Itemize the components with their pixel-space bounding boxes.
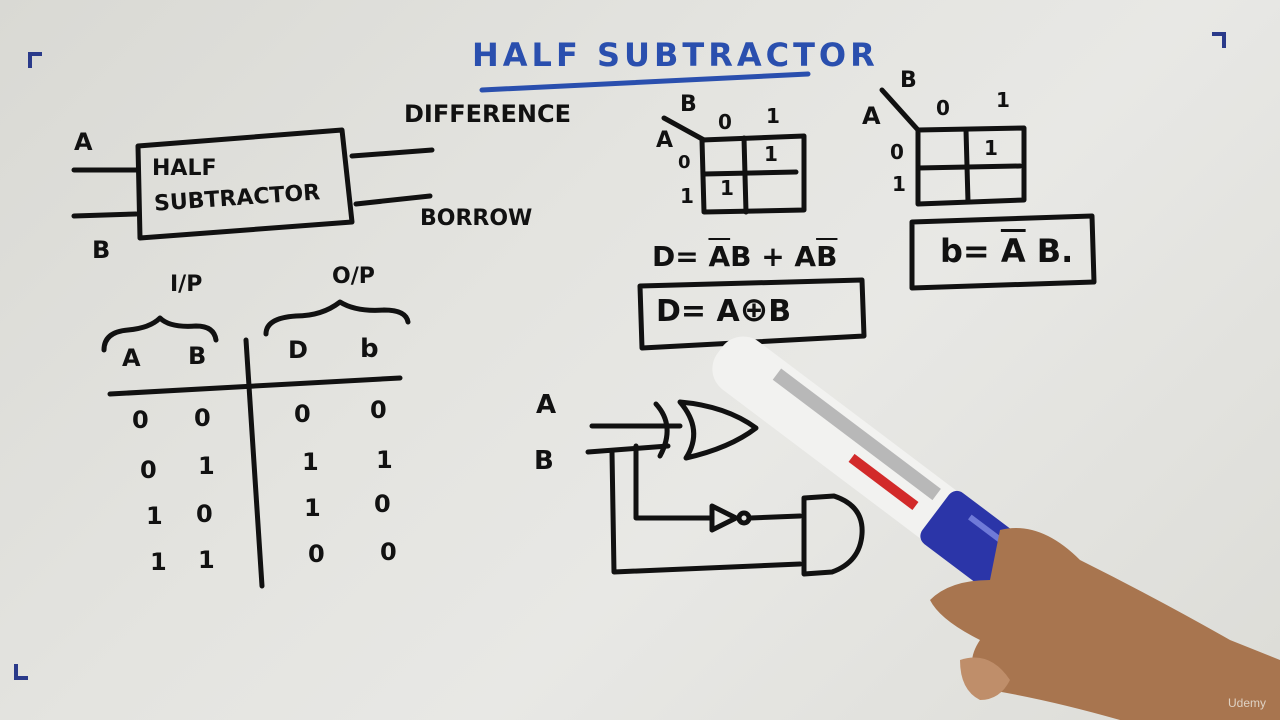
borrow-equation: b= A B. [940,232,1073,270]
cell: 0 [294,400,311,428]
cell: 0 [132,406,149,434]
xor-symbol-icon: ⊕ [739,290,769,330]
cell: 0 [308,540,325,568]
cell: 0 [140,456,157,484]
cell: 1 [376,446,393,474]
eq-prefix: b= [940,232,1001,270]
kmap-row-label: 1 [680,184,694,208]
circuit-input-b: B [534,446,554,476]
input-a-label: A [74,128,93,156]
eq-a-bar: A [1000,232,1026,270]
eq-suffix: B [768,294,792,329]
kmap-col-label: 0 [936,96,950,120]
kmap-row-label: 0 [678,152,691,173]
kmap-col-var: B [680,92,697,117]
cell: 1 [304,494,321,522]
cell: 1 [150,548,167,576]
difference-label: DIFFERENCE [404,100,572,128]
kmap-cell: 1 [764,142,778,166]
kmap-col-label: 0 [718,110,732,134]
col-header-borrow: b [360,334,379,364]
cell: 1 [146,502,163,530]
difference-sop-equation: D= AB + AB [652,240,837,273]
kmap-col-label: 1 [766,104,780,128]
borrow-label: BORROW [420,206,533,231]
difference-xor-equation: D= A⊕B [656,290,791,330]
page-title: HALF SUBTRACTOR [472,36,879,74]
eq-prefix: D= A [656,294,740,329]
corner-mark-top-left [28,52,42,68]
cell: 0 [194,404,211,432]
cell: 1 [198,546,215,574]
output-group-label: O/P [332,264,375,289]
cell: 0 [370,396,387,424]
cell: 1 [198,452,215,480]
eq-b-bar: B [816,240,838,273]
box-label-half: HALF [152,156,217,181]
cell: 0 [380,538,397,566]
eq-suffix: B. [1036,232,1074,270]
kmap-row-label: 0 [890,140,904,164]
cell: 1 [302,448,319,476]
kmap-row-var: A [656,128,674,153]
col-header-b: B [188,342,207,370]
input-group-label: I/P [170,272,203,297]
col-header-d: D [288,336,308,364]
hand-icon [930,528,1280,720]
kmap-row-label: 1 [892,172,906,196]
kmap-col-label: 1 [996,88,1010,112]
cell: 0 [374,490,391,518]
col-header-a: A [122,344,141,372]
eq-prefix: D= [652,240,709,273]
circuit-input-a: A [536,390,557,420]
udemy-watermark: Udemy [1227,696,1266,710]
corner-mark-bottom-left [14,664,28,680]
kmap-col-var: B [900,68,917,93]
eq-middle: B + A [730,240,817,273]
cell: 0 [196,500,213,528]
input-b-label: B [92,236,111,264]
kmap-cell: 1 [720,176,734,200]
eq-a-bar: A [708,240,731,273]
corner-mark-top-right [1212,32,1226,48]
kmap-cell: 1 [984,136,998,160]
kmap-row-var: A [862,102,881,130]
